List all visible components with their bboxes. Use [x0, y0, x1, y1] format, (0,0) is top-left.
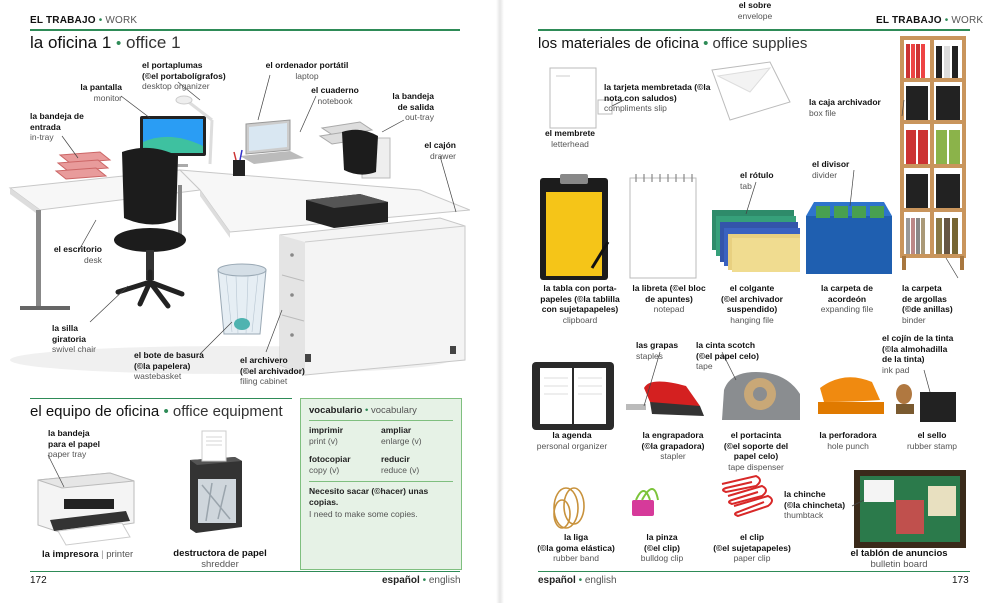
footer-language-left: español • english — [382, 575, 461, 586]
header-rule-right — [538, 29, 970, 31]
label-stapler: la engrapadora(©la grapadora)stapler — [641, 430, 705, 461]
vocabulary-heading: vocabulario • vocabulary — [309, 405, 417, 416]
label-thumbtack: la chinche(©la chincheta)thumbtack — [784, 489, 846, 520]
label-desktop-organizer: el portaplumas(©el portabolígrafos)deskt… — [142, 60, 226, 91]
running-header-right: EL TRABAJO • WORK — [876, 15, 984, 26]
page-title-supplies: los materiales de oficina • office suppl… — [538, 35, 808, 52]
footer-rule — [538, 571, 970, 572]
equipment-illustration — [37, 430, 242, 546]
label-clipboard: la tabla con porta-papeles (©la tablilla… — [540, 283, 620, 325]
label-wastebasket: el bote de basura(©la papelera)wastebask… — [134, 350, 204, 381]
supplies-illustration — [532, 36, 966, 548]
footer-language-right: español • english — [538, 575, 617, 586]
label-paper-clip: el clip(©el sujetapapeles)paper clip — [713, 532, 791, 563]
page-number-right: 173 — [952, 575, 969, 586]
header-rule — [30, 29, 460, 31]
section-title-equipment: el equipo de oficina • office equipment — [30, 403, 283, 420]
label-bulldog-clip: la pinza(©el clip)bulldog clip — [640, 532, 684, 563]
label-filing-cabinet: el archivero(©el archivador)filing cabin… — [240, 355, 305, 386]
book-gutter — [496, 0, 504, 603]
label-printer: la impresora | printer — [42, 549, 134, 560]
page-title-office: la oficina 1 • office 1 — [30, 33, 181, 52]
running-header-left: EL TRABAJO • WORK — [30, 15, 138, 26]
vocab-phrase: Necesito sacar (©hacer) unas copias.I ne… — [309, 486, 429, 519]
label-tape: la cinta scotch(©el papel celo)tape — [696, 340, 759, 371]
page-173: EL TRABAJO • WORK los materiales de ofic… — [500, 0, 1000, 603]
footer-rule — [30, 571, 460, 572]
page-172: EL TRABAJO • WORK la oficina 1 • office … — [8, 15, 470, 586]
section-rule — [30, 398, 292, 399]
label-rubber-band: la liga(©la goma elástica)rubber band — [537, 532, 615, 563]
office-illustration — [8, 74, 470, 376]
page-number-left: 172 — [30, 575, 47, 586]
